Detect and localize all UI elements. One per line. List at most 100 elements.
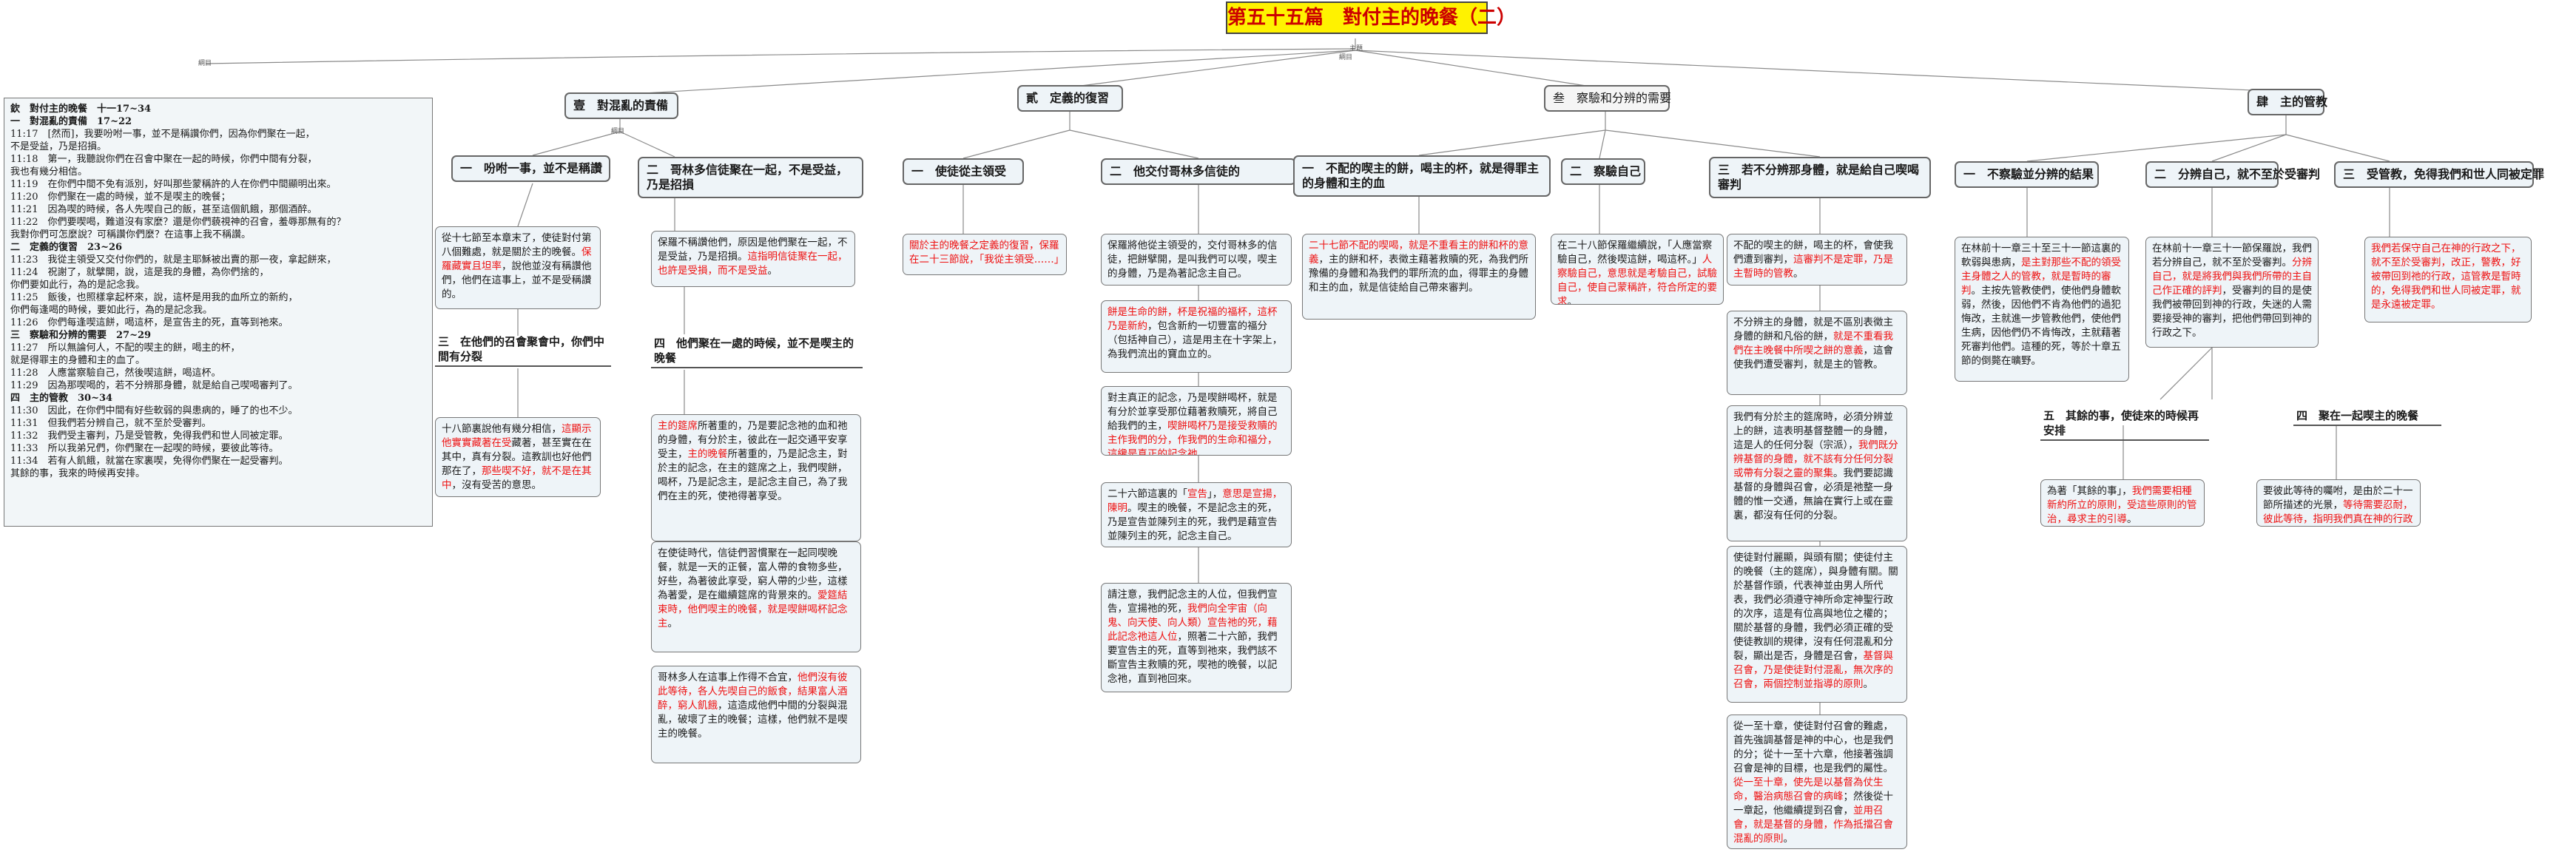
outline-verse: 11:18 第一，我聽說你們在召會中聚在一起的時候，你們中間有分裂， [10, 154, 317, 165]
outline-verse: 11:22 你們要喫喝，難道沒有家麼？還是你們藐視神的召會，羞辱那無有的？ [10, 217, 346, 228]
point-1-2[interactable]: 二 哥林多信徒聚在一起，不是受益，乃是招損 [638, 157, 863, 198]
point-3-3[interactable]: 三 若不分辨那身體，就是給自己喫喝審判 [1709, 157, 1931, 198]
central-topic[interactable]: 第五十五篇 對付主的晚餐（二） [1226, 1, 1516, 34]
note-box[interactable]: 對主真正的記念，乃是喫餅喝杯，就是有分於並享受那位藉著救贖死，將自己給我們的主，… [1101, 386, 1292, 456]
note-box[interactable]: 哥林多人在這事上作得不合宜，他們沒有彼此等待，各人先喫自己的飯食，結果富人酒醉，… [651, 666, 861, 763]
point-1-1[interactable]: 一 吩咐一事，並不是稱讚 [451, 155, 610, 182]
note-highlight: 二十七節不配的喫喝，就是不重看主的餅和杯的意義 [1309, 240, 1528, 266]
note-text: ，這造成他們中間的分裂與混亂，破壞了主的晚餐；這樣，他們就不是喫主的晚餐。 [658, 700, 848, 740]
main-heading-1[interactable]: 壹 對混亂的責備 [564, 92, 678, 119]
note-text: 。喫主的晚餐，不是記念主的死，乃是宣告並陳列主的死，我們是藉宣告並陳列主的死，記… [1107, 502, 1278, 542]
outline-heading: 四 主的管教 30~34 [10, 393, 113, 404]
note-text: 在林前十一章三十一節保羅說，我們若分辨自己，就不至於受審判。 [2152, 243, 2312, 268]
note-text: 。我們要認識基督的身體與召會，必須是祂整一身體的惟一交通，無論在實行上或在靈裏，… [1733, 467, 1893, 521]
outline-tag: 綱目 [198, 60, 212, 67]
point-4-5[interactable]: 五 其餘的事，使徒來的時候再安排 [2040, 407, 2209, 441]
outline-heading: 欽 對付主的晚餐 十一17~34 [10, 104, 152, 115]
note-box[interactable]: 從十七節至本章末了，使徒對付第八個難處，就是關於主的晚餐。保羅藏實且坦率，說他並… [435, 226, 601, 309]
note-box[interactable]: 保羅將他從主領受的，交付哥林多的信徒，把餅擘開，是叫我們可以喫，喫主的身體，乃是… [1101, 234, 1292, 286]
main-heading-label: 叁 察驗和分辨的需要 [1553, 91, 1672, 105]
note-text: 請注意，我們記念主的人位，但我們宣告，宣揚祂的死， [1107, 589, 1278, 615]
note-box[interactable]: 要彼此等待的囑咐，是由於二十一節所描述的光景，等待需要忍耐，彼此等待，指明我們真… [2256, 479, 2421, 527]
main-heading-label: 貳 定義的復習 [1026, 91, 1110, 105]
note-box[interactable]: 我們若保守自己在神的行政之下，就不至於受審判，改正，警教，好被帶回到祂的行政，這… [2364, 237, 2532, 322]
note-text: ，包含新約一切豐富的福分（包括神自己），這是用主在十字架上，為我們流出的寶血立的… [1107, 320, 1283, 360]
point-4-2[interactable]: 二 分辨自己，就不至於受審判 [2145, 161, 2320, 188]
sub-tag: 綱目 [611, 128, 625, 135]
note-text: 。 [1783, 833, 1794, 845]
point-2-2[interactable]: 二 他交付哥林多信徒的 [1101, 158, 1296, 185]
note-box[interactable]: 十八節裏說他有幾分相信，這顯示他實實藏著在受藏著，甚至實在在其中，真有分裂。這教… [435, 417, 601, 497]
outline-heading: 三 察驗和分辨的需要 27~29 [10, 330, 152, 341]
outline-verse: 11:20 你們聚在一處的時候，並不是喫主的晚餐； [10, 192, 231, 203]
note-box[interactable]: 請注意，我們記念主的人位，但我們宣告，宣揚祂的死，我們向全宇宙（向鬼、向天使、向… [1101, 583, 1292, 692]
note-box[interactable]: 從一至十章，使徒對付召會的難處，首先強調基督是神的中心，也是我們的分；從十一至十… [1727, 715, 1907, 849]
note-highlight: 宣告 [1187, 488, 1207, 500]
note-text: 藏著，甚至實在在其中，真有分裂。這教訓也好他們那在了， [442, 437, 592, 477]
outline-verse: 11:25 飯後，也照樣拿起杯來，說，這杯是用我的血所立的新約， [10, 292, 298, 303]
point-label: 一 吩咐一事，並不是稱讚 [460, 161, 603, 175]
note-text: 。 [1567, 296, 1578, 305]
note-box[interactable]: 在二十八節保羅繼續說，「人應當察驗自己，然後喫這餅，喝這杯。」人察驗自己，意思就… [1551, 234, 1724, 305]
outline-verse: 11:26 你們每逢喫這餅，喝這杯，是宣告主的死，直等到祂來。 [10, 317, 289, 328]
note-text: 不配的喫主的餅，喝主的杯，會使我們遭到審判， [1733, 240, 1893, 266]
note-highlight: 基督與召會，乃是使徒對付混亂，無次序的召會，兩個控制並指導的原則 [1733, 650, 1893, 690]
note-highlight: 分辨自己，就是將我們與我們所帶的主自己作正確的評判 [2152, 257, 2312, 297]
point-4-3[interactable]: 三 受管教，免得我們和世人同被定罪 [2334, 161, 2544, 188]
main-heading-2[interactable]: 貳 定義的復習 [1017, 85, 1123, 112]
outline-verse: 11:32 我們受主審判，乃是受管教，免得我們和世人同被定罪。 [10, 430, 289, 442]
outline-verse: 11:30 因此，在你們中間有好些軟弱的與患病的，睡了的也不少。 [10, 405, 298, 416]
note-box[interactable]: 二十七節不配的喫喝，就是不重看主的餅和杯的意義，主的餅和杯，表徵主藉著救贖的死，… [1302, 234, 1536, 320]
note-box[interactable]: 二十六節這裏的「宣告」，意思是宣揚，陳明。喫主的晚餐，不是記念主的死，乃是宣告並… [1101, 482, 1292, 547]
note-box[interactable]: 在使徒時代，信徒們習慣聚在一起同喫晚餐，就是一天的正餐，富人帶的食物多些，好些，… [651, 541, 861, 652]
note-box[interactable]: 在林前十一章三十至三十一節這裏的軟弱與患病，是主對那些不配的領受主身體之人的管教… [1955, 237, 2129, 382]
point-1-4[interactable]: 四 他們聚在一處的時候，並不是喫主的晚餐 [651, 334, 863, 368]
outline-verse: 11:29 因為那喫喝的，若不分辨那身體，就是給自己喫喝審判了。 [10, 380, 298, 391]
note-highlight: 意思是宣揚，陳明 [1107, 488, 1283, 514]
note-box[interactable]: 為著「其餘的事」，我們需要相種新約所立的原則，受這些原則的管治，尋求主的引導。 [2040, 479, 2205, 527]
note-text: 。 [2127, 513, 2137, 525]
note-highlight: 餅是生命的餅，杯是祝福的福杯，這杯乃是新約 [1107, 306, 1278, 332]
outline-heading: 一 對混亂的責備 17~22 [10, 116, 132, 127]
topic-tag: 主題 [1349, 45, 1363, 53]
main-heading-label: 壹 對混亂的責備 [573, 98, 669, 112]
point-3-1[interactable]: 一 不配的喫主的餅，喝主的杯，就是得罪主的身體和主的血 [1293, 155, 1551, 197]
outline-verse: 11:21 因為喫的時候，各人先喫自己的飯，甚至這個飢餓，那個酒醉。 [10, 204, 317, 215]
note-highlight: 主的筵席 [658, 420, 698, 432]
point-3-2[interactable]: 二 察驗自己 [1561, 158, 1645, 185]
note-box[interactable]: 關於主的晚餐之定義的復習，保羅在二十三節說，「我從主領受……」 [903, 234, 1067, 275]
note-box[interactable]: 使徒對付麗顯，與頭有關；使徒付主的晚餐（主的筵席），與身體有關。關於基督作頭，代… [1727, 546, 1907, 703]
note-text: 二十六節這裏的「 [1107, 488, 1187, 500]
note-text: 從十七節至本章末了，使徒對付第八個難處，就是關於主的晚餐。 [442, 232, 592, 258]
point-label: 四 他們聚在一處的時候，並不是喫主的晚餐 [654, 337, 854, 365]
point-1-3[interactable]: 三 在他們的召會聚會中，你們中間有分裂 [435, 333, 611, 367]
note-text: 哥林多人在這事上作得不合宜， [658, 672, 798, 683]
note-text: 使徒對付麗顯，與頭有關；使徒付主的晚餐（主的筵席），與身體有關。關於基督作頭，代… [1733, 552, 1898, 662]
main-heading-4[interactable]: 肆 主的管教 [2248, 89, 2327, 115]
point-label: 二 分辨自己，就不至於受審判 [2154, 167, 2321, 181]
point-label: 二 哥林多信徒聚在一起，不是受益，乃是招損 [647, 163, 849, 192]
note-box[interactable]: 我們有分於主的筵席時，必須分辨並上的餅，這表明基督整體一的身體，這是人的任何分裂… [1727, 405, 1907, 541]
point-label: 一 使徒從主領受 [911, 164, 1007, 178]
outline-verse: 我也有幾分相信。 [10, 166, 88, 178]
note-box[interactable]: 保羅不稱讚他們，原因是他們聚在一起，不是受益，乃是招損。這指明信徒聚在一起，也許… [651, 231, 855, 287]
note-highlight: 我們向全宇宙（向鬼、向天使、向人類）宣告祂的死，藉此記念祂這人位 [1107, 603, 1278, 643]
point-4-1[interactable]: 一 不察驗並分辨的結果 [1955, 161, 2099, 188]
note-box[interactable]: 主的筵席所著重的，乃是要記念祂的血和祂的身體，有分於主，彼此在一起交通平安享受主… [651, 414, 861, 541]
point-label: 五 其餘的事，使徒來的時候再安排 [2043, 409, 2199, 437]
note-box[interactable]: 在林前十一章三十一節保羅說，我們若分辨自己，就不至於受審判。分辨自己，就是將我們… [2145, 237, 2319, 348]
outline-verse: 就是得罪主的身體和主的血了。 [10, 355, 146, 366]
note-box[interactable]: 不分辨主的身體，就是不區別表徵主身體的餅和凡俗的餅，就是不重看我們在主晚餐中所喫… [1727, 311, 1907, 395]
main-heading-3[interactable]: 叁 察驗和分辨的需要 [1544, 85, 1672, 112]
note-highlight: 人察驗自己，意思就是考驗自己，試驗自己，使自己蒙稱許，符合所定的要求 [1557, 254, 1717, 305]
note-box[interactable]: 不配的喫主的餅，喝主的杯，會使我們遭到審判，這審判不是定罪，乃是主暫時的管教。 [1727, 234, 1907, 286]
note-box[interactable]: 餅是生命的餅，杯是祝福的福杯，這杯乃是新約，包含新約一切豐富的福分（包括神自己）… [1101, 300, 1292, 373]
point-2-1[interactable]: 一 使徒從主領受 [903, 158, 1024, 185]
point-4-4[interactable]: 四 聚在一起喫主的晚餐 [2293, 407, 2441, 426]
topic-title: 第五十五篇 對付主的晚餐（二） [1227, 7, 1517, 29]
point-label: 三 受管教，免得我們和世人同被定罪 [2343, 167, 2545, 181]
outline-verse: 不是受益，乃是招損。 [10, 141, 107, 152]
outline-verse: 其餘的事，我來的時候再安排。 [10, 468, 146, 479]
outline-heading: 二 定義的復習 23~26 [10, 242, 123, 253]
